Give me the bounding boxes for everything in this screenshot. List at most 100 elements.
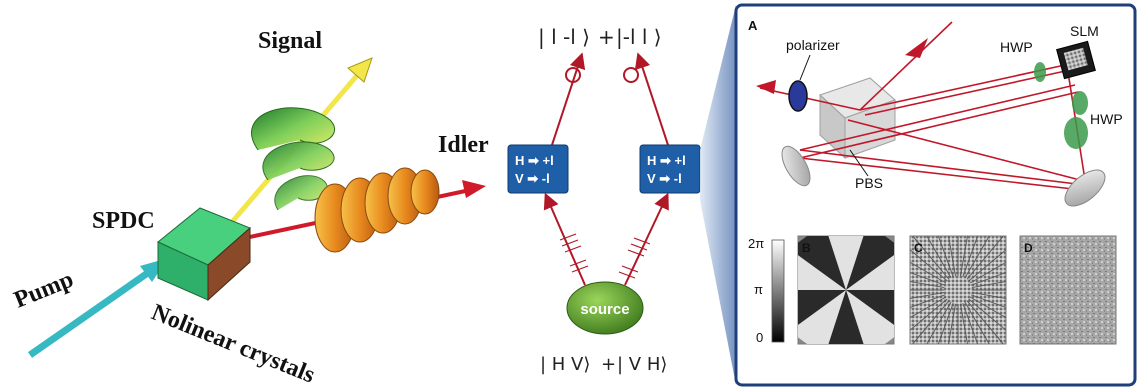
panel-a-label: A bbox=[748, 18, 758, 33]
converter-box-left: H ➡ +l V ➡ -l bbox=[507, 144, 569, 194]
polarizer-element bbox=[788, 80, 808, 112]
mirror-left bbox=[781, 145, 811, 187]
bottom-ket-2: | V H⟩ bbox=[617, 354, 667, 375]
box-left-line2: V ➡ -l bbox=[515, 171, 550, 186]
label-spdc: SPDC bbox=[92, 208, 155, 234]
hologram-c-line bbox=[910, 294, 946, 309]
hologram-c-line bbox=[937, 236, 954, 278]
hologram-c-line bbox=[926, 301, 952, 344]
oam-twist-right bbox=[623, 67, 639, 83]
hologram-c-line bbox=[959, 303, 969, 344]
spdc-illustration: Signal Idler SPDC Pump Nolinear crystals bbox=[11, 28, 489, 389]
hologram-b-sector bbox=[846, 236, 894, 290]
hologram-c-line bbox=[910, 249, 948, 282]
pbs-pointer bbox=[849, 149, 869, 177]
hwp-lower-1 bbox=[1072, 91, 1088, 115]
hologram-c-line bbox=[971, 281, 1006, 289]
colorbar-tick-2pi: 2π bbox=[748, 236, 764, 251]
hologram-b-sector bbox=[846, 255, 894, 290]
zoom-funnel bbox=[700, 5, 736, 385]
mirror-right bbox=[1064, 169, 1106, 207]
hologram-c-line bbox=[910, 296, 947, 319]
hologram-b-sector bbox=[846, 290, 894, 344]
label-polarizer: polarizer bbox=[786, 37, 840, 53]
input-beam-arrow bbox=[905, 38, 928, 58]
hologram-c-line bbox=[937, 302, 954, 344]
pbs-cube bbox=[819, 77, 896, 160]
output-beam-arrow bbox=[756, 80, 776, 94]
hologram-c-line bbox=[962, 302, 979, 344]
hologram-b: B bbox=[797, 235, 895, 345]
label-pump: Pump bbox=[11, 266, 78, 313]
converter-box-right: H ➡ +l V ➡ -l bbox=[639, 144, 701, 194]
hologram-c-line bbox=[964, 236, 990, 279]
hologram-c-line bbox=[969, 261, 1006, 284]
box-right-line1: H ➡ +l bbox=[647, 153, 686, 168]
experimental-setup-panel: A polarizer S bbox=[734, 3, 1137, 387]
hologram-c-line bbox=[910, 281, 945, 289]
hologram-c-line bbox=[966, 300, 1004, 344]
slm-device bbox=[1056, 40, 1096, 80]
polarization-marks bbox=[559, 233, 651, 279]
hologram-c-line bbox=[912, 236, 950, 280]
photon-source: source bbox=[566, 281, 644, 335]
label-slm: SLM bbox=[1070, 23, 1099, 39]
label-idler: Idler bbox=[438, 132, 489, 158]
hologram-d: D bbox=[1019, 235, 1117, 345]
idler-helical-wavefront bbox=[314, 167, 440, 253]
polarizer-pointer bbox=[799, 54, 811, 81]
box-left-line1: H ➡ +l bbox=[515, 153, 554, 168]
hologram-c-line bbox=[910, 298, 948, 331]
top-ket-1: | l -l ⟩ bbox=[538, 25, 590, 49]
hologram-c-line bbox=[969, 296, 1006, 319]
hologram-c-line bbox=[968, 249, 1006, 282]
hologram-b-sector bbox=[846, 290, 894, 325]
beam-right-upper bbox=[634, 52, 669, 146]
hologram-c-line bbox=[966, 236, 1004, 280]
hologram-c-line bbox=[968, 298, 1006, 331]
signal-helical-wavefront bbox=[251, 107, 336, 211]
bottom-ket-plus: + bbox=[601, 354, 616, 375]
colorbar-tick-pi: π bbox=[754, 282, 763, 297]
entanglement-scheme: | l -l ⟩ + |-l l ⟩ H ➡ +l V ➡ -l H ➡ +l … bbox=[507, 25, 701, 375]
hwp-lower-2 bbox=[1064, 117, 1088, 149]
beam-left-lower bbox=[543, 192, 586, 286]
hologram-c-line bbox=[910, 291, 945, 299]
colorbar-tick-0: 0 bbox=[756, 330, 763, 345]
hologram-c-line bbox=[971, 291, 1006, 299]
hologram-c-line bbox=[912, 300, 950, 344]
hologram-c-line bbox=[926, 236, 952, 279]
hwp-upper bbox=[1034, 62, 1046, 82]
hologram-c-line bbox=[910, 271, 946, 286]
hologram-c-line bbox=[970, 271, 1006, 286]
hologram-c-line bbox=[964, 301, 990, 344]
hologram-b-sector bbox=[798, 290, 846, 325]
hologram-c: C bbox=[909, 235, 1007, 345]
beam-left-upper bbox=[551, 52, 586, 146]
bottom-ket-1: | H V⟩ bbox=[540, 354, 590, 375]
hologram-b-sector bbox=[828, 236, 864, 290]
label-pbs: PBS bbox=[855, 175, 883, 191]
panel-b-label: B bbox=[802, 241, 811, 255]
hologram-c-line bbox=[959, 236, 969, 277]
hologram-c-line bbox=[970, 294, 1006, 309]
top-ket-plus: + bbox=[598, 25, 615, 49]
idler-arrowhead bbox=[462, 180, 486, 198]
hologram-c-line bbox=[962, 236, 979, 278]
hologram-c-line bbox=[947, 236, 957, 277]
oam-twist-left bbox=[565, 67, 581, 83]
signal-arrowhead bbox=[347, 57, 373, 83]
hologram-b-sector bbox=[798, 290, 846, 344]
panel-d-label: D bbox=[1024, 241, 1033, 255]
label-nonlinear-crystals: Nolinear crystals bbox=[148, 299, 319, 388]
nonlinear-crystal bbox=[157, 207, 251, 302]
hologram-b-sector bbox=[798, 236, 846, 290]
hologram-b-sector bbox=[798, 255, 846, 290]
phase-colorbar bbox=[771, 239, 785, 343]
top-ket-2: |-l l ⟩ bbox=[616, 25, 662, 49]
pump-beam bbox=[27, 267, 155, 358]
panel-c-label: C bbox=[914, 241, 923, 255]
label-hwp-upper: HWP bbox=[1000, 39, 1033, 55]
label-signal: Signal bbox=[258, 28, 322, 54]
